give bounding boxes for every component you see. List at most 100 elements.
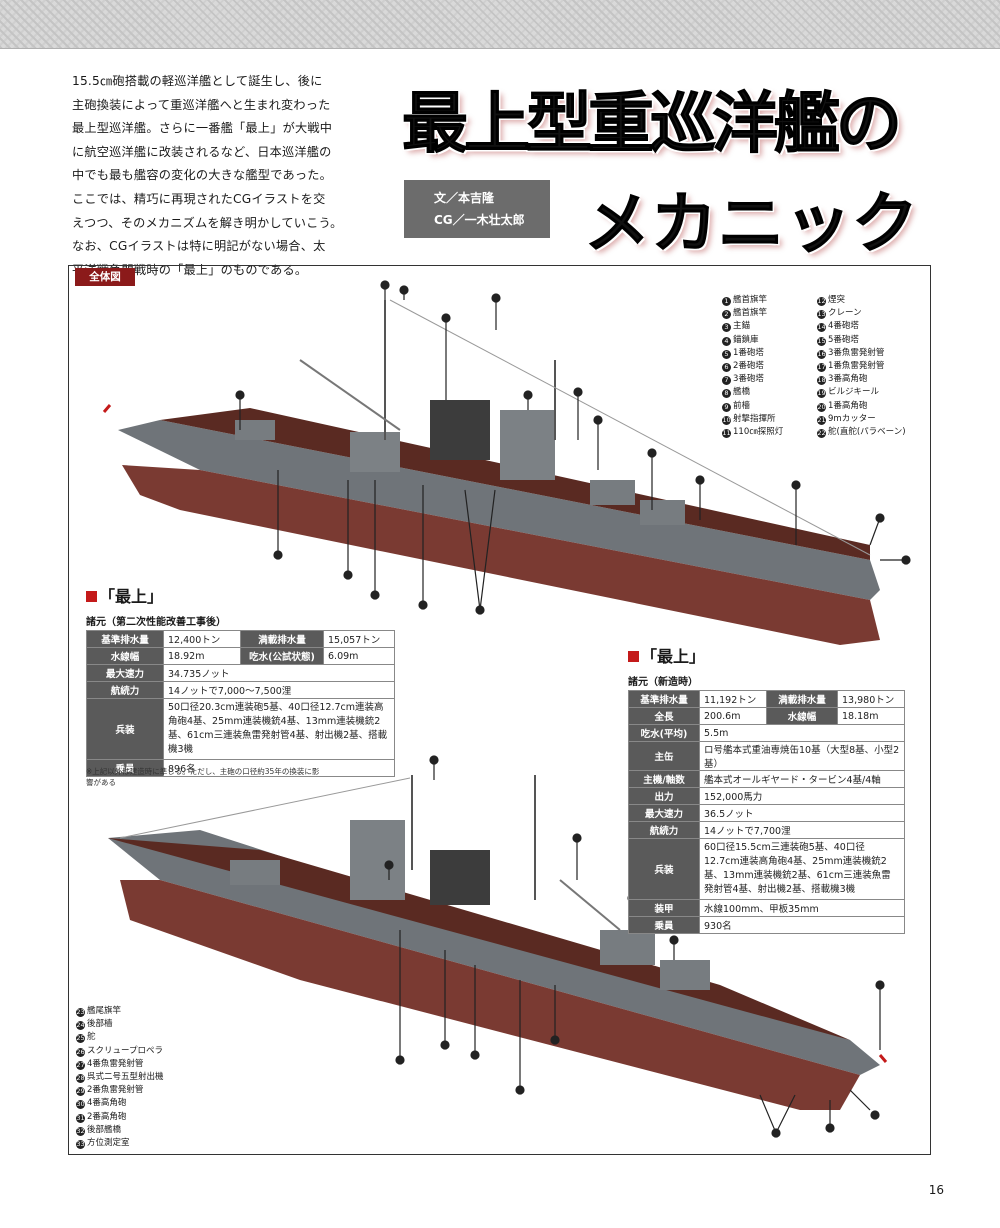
article-title: 最上型重巡洋艦の 文／本吉隆 CG／一木壮太郎 メカニック [398, 66, 988, 266]
spec-key: 水線幅 [766, 707, 838, 725]
intro-line: に航空巡洋艦に改装されるなど、日本巡洋艦の [72, 144, 332, 159]
spec-value: 896名 [163, 759, 395, 777]
legend-label: 4番砲塔 [828, 321, 859, 332]
legend-label: 1番高角砲 [828, 400, 868, 411]
spec-key: 主缶 [628, 741, 700, 771]
legend-label: 2番砲塔 [733, 361, 764, 372]
number-badge: 22 [817, 429, 826, 439]
number-badge: 27 [76, 1060, 85, 1070]
spec-table: 基準排水量 11,192トン 満載排水量 13,980トン 全長 200.6m … [628, 690, 905, 934]
credits-box: 文／本吉隆 CG／一木壮太郎 [404, 180, 550, 238]
spec-value: 5.5m [699, 724, 905, 742]
table-row: 兵装 60口径15.5cm三連装砲5基、40口径12.7cm連装高角砲4基、25… [628, 838, 905, 900]
turret-shape [600, 930, 655, 965]
red-square-icon [86, 591, 97, 602]
number-badge: 13 [817, 310, 826, 320]
spec-title-text: 「最上」 [641, 647, 706, 666]
spec-key: 満載排水量 [766, 690, 838, 708]
legend-label: 艦尾旗竿 [87, 1006, 122, 1016]
spec-key: 全長 [628, 707, 700, 725]
table-row: 全長 200.6m 水線幅 18.18m [628, 707, 905, 725]
number-badge: 1 [722, 297, 731, 306]
frame-tag: 全体図 [75, 268, 135, 286]
crane-line [299, 359, 401, 431]
spec-subtitle: 諸元（新造時） [628, 677, 698, 688]
spec-title: 「最上」 [86, 583, 406, 607]
bridge-shape [350, 432, 400, 472]
bridge-shape [350, 820, 405, 900]
spec-value: 18.92m [163, 647, 241, 665]
spec-key: 吃水(公試状態) [240, 647, 324, 665]
hull-side-bottom [108, 830, 880, 1075]
hull-side-top [118, 420, 880, 600]
spec-key: 航続力 [86, 681, 164, 699]
number-badge: 5 [722, 349, 731, 359]
number-badge: 28 [76, 1074, 85, 1084]
legend-label: スクリュープロペラ [87, 1045, 163, 1056]
spec-value: 13,980トン [837, 690, 905, 708]
crane-line [559, 879, 621, 931]
legend-label: 2番魚雷発射管 [87, 1085, 144, 1096]
legend-label: 3番砲塔 [733, 374, 764, 385]
number-badge: 10 [722, 415, 731, 425]
table-row: 最大速力 36.5ノット [628, 804, 905, 822]
spec-title-text: 「最上」 [99, 587, 164, 606]
turret-shape [660, 960, 710, 990]
spec-key: 主機/軸数 [628, 770, 700, 788]
number-badge: 29 [76, 1087, 85, 1097]
legend-label: 1番魚雷発射管 [828, 361, 885, 372]
spec-key: 水線幅 [86, 647, 164, 665]
spec-key: 航続力 [628, 821, 700, 839]
spec-table: 基準排水量 12,400トン 満載排水量 15,057トン 水線幅 18.92m… [86, 630, 395, 777]
legend-label: 4番魚雷発射管 [87, 1058, 144, 1069]
table-row: 航続力 14ノットで7,700浬 [628, 821, 905, 839]
legend-label: 前檣 [733, 400, 751, 411]
red-square-icon [628, 651, 639, 662]
table-row: 主缶 ロ号艦本式重油専焼缶10基（大型8基、小型2基） [628, 741, 905, 771]
spec-value: 50口径20.3cm連装砲5基、40口径12.7cm連装高角砲4基、25mm連装… [163, 698, 395, 760]
legend-label: 3番高角砲 [828, 374, 868, 385]
intro-line: 主砲換装によって重巡洋艦へと生まれ変わった [72, 97, 331, 112]
bridge-shape [500, 410, 555, 480]
number-badge: 15 [817, 336, 826, 346]
legend-label: 射撃指揮所 [733, 413, 776, 424]
intro-line: ここでは、精巧に再現されたCGイラストを交 [72, 191, 326, 206]
table-row: 出力 152,000馬力 [628, 787, 905, 805]
spec-value: 6.09m [323, 647, 395, 665]
ship-top-illustration [102, 280, 911, 645]
spec-value: 12,400トン [163, 630, 241, 648]
number-badge: 23 [76, 1008, 85, 1017]
funnel-shape [430, 400, 490, 460]
legend-label: 5番砲塔 [828, 334, 859, 345]
spec-value: 艦本式オールギヤード・タービン4基/4軸 [699, 770, 905, 788]
number-badge: 6 [722, 363, 731, 373]
hull-red-bottom [120, 880, 860, 1110]
flag-mark [102, 404, 112, 413]
legend-label: 方位測定室 [87, 1138, 130, 1149]
spec-value: 60口径15.5cm三連装砲5基、40口径12.7cm連装高角砲4基、25mm連… [699, 838, 905, 900]
spec-key: 満載排水量 [240, 630, 324, 648]
spec-value: 14ノットで7,000〜7,500浬 [163, 681, 395, 699]
rigging-line [119, 777, 411, 839]
spec-value: 18.18m [837, 707, 905, 725]
intro-line: 中でも最も艦容の変化の大きな艦型であった。 [72, 168, 333, 183]
number-badge: 24 [76, 1021, 85, 1031]
table-row: 乗員 896名 [86, 759, 395, 777]
